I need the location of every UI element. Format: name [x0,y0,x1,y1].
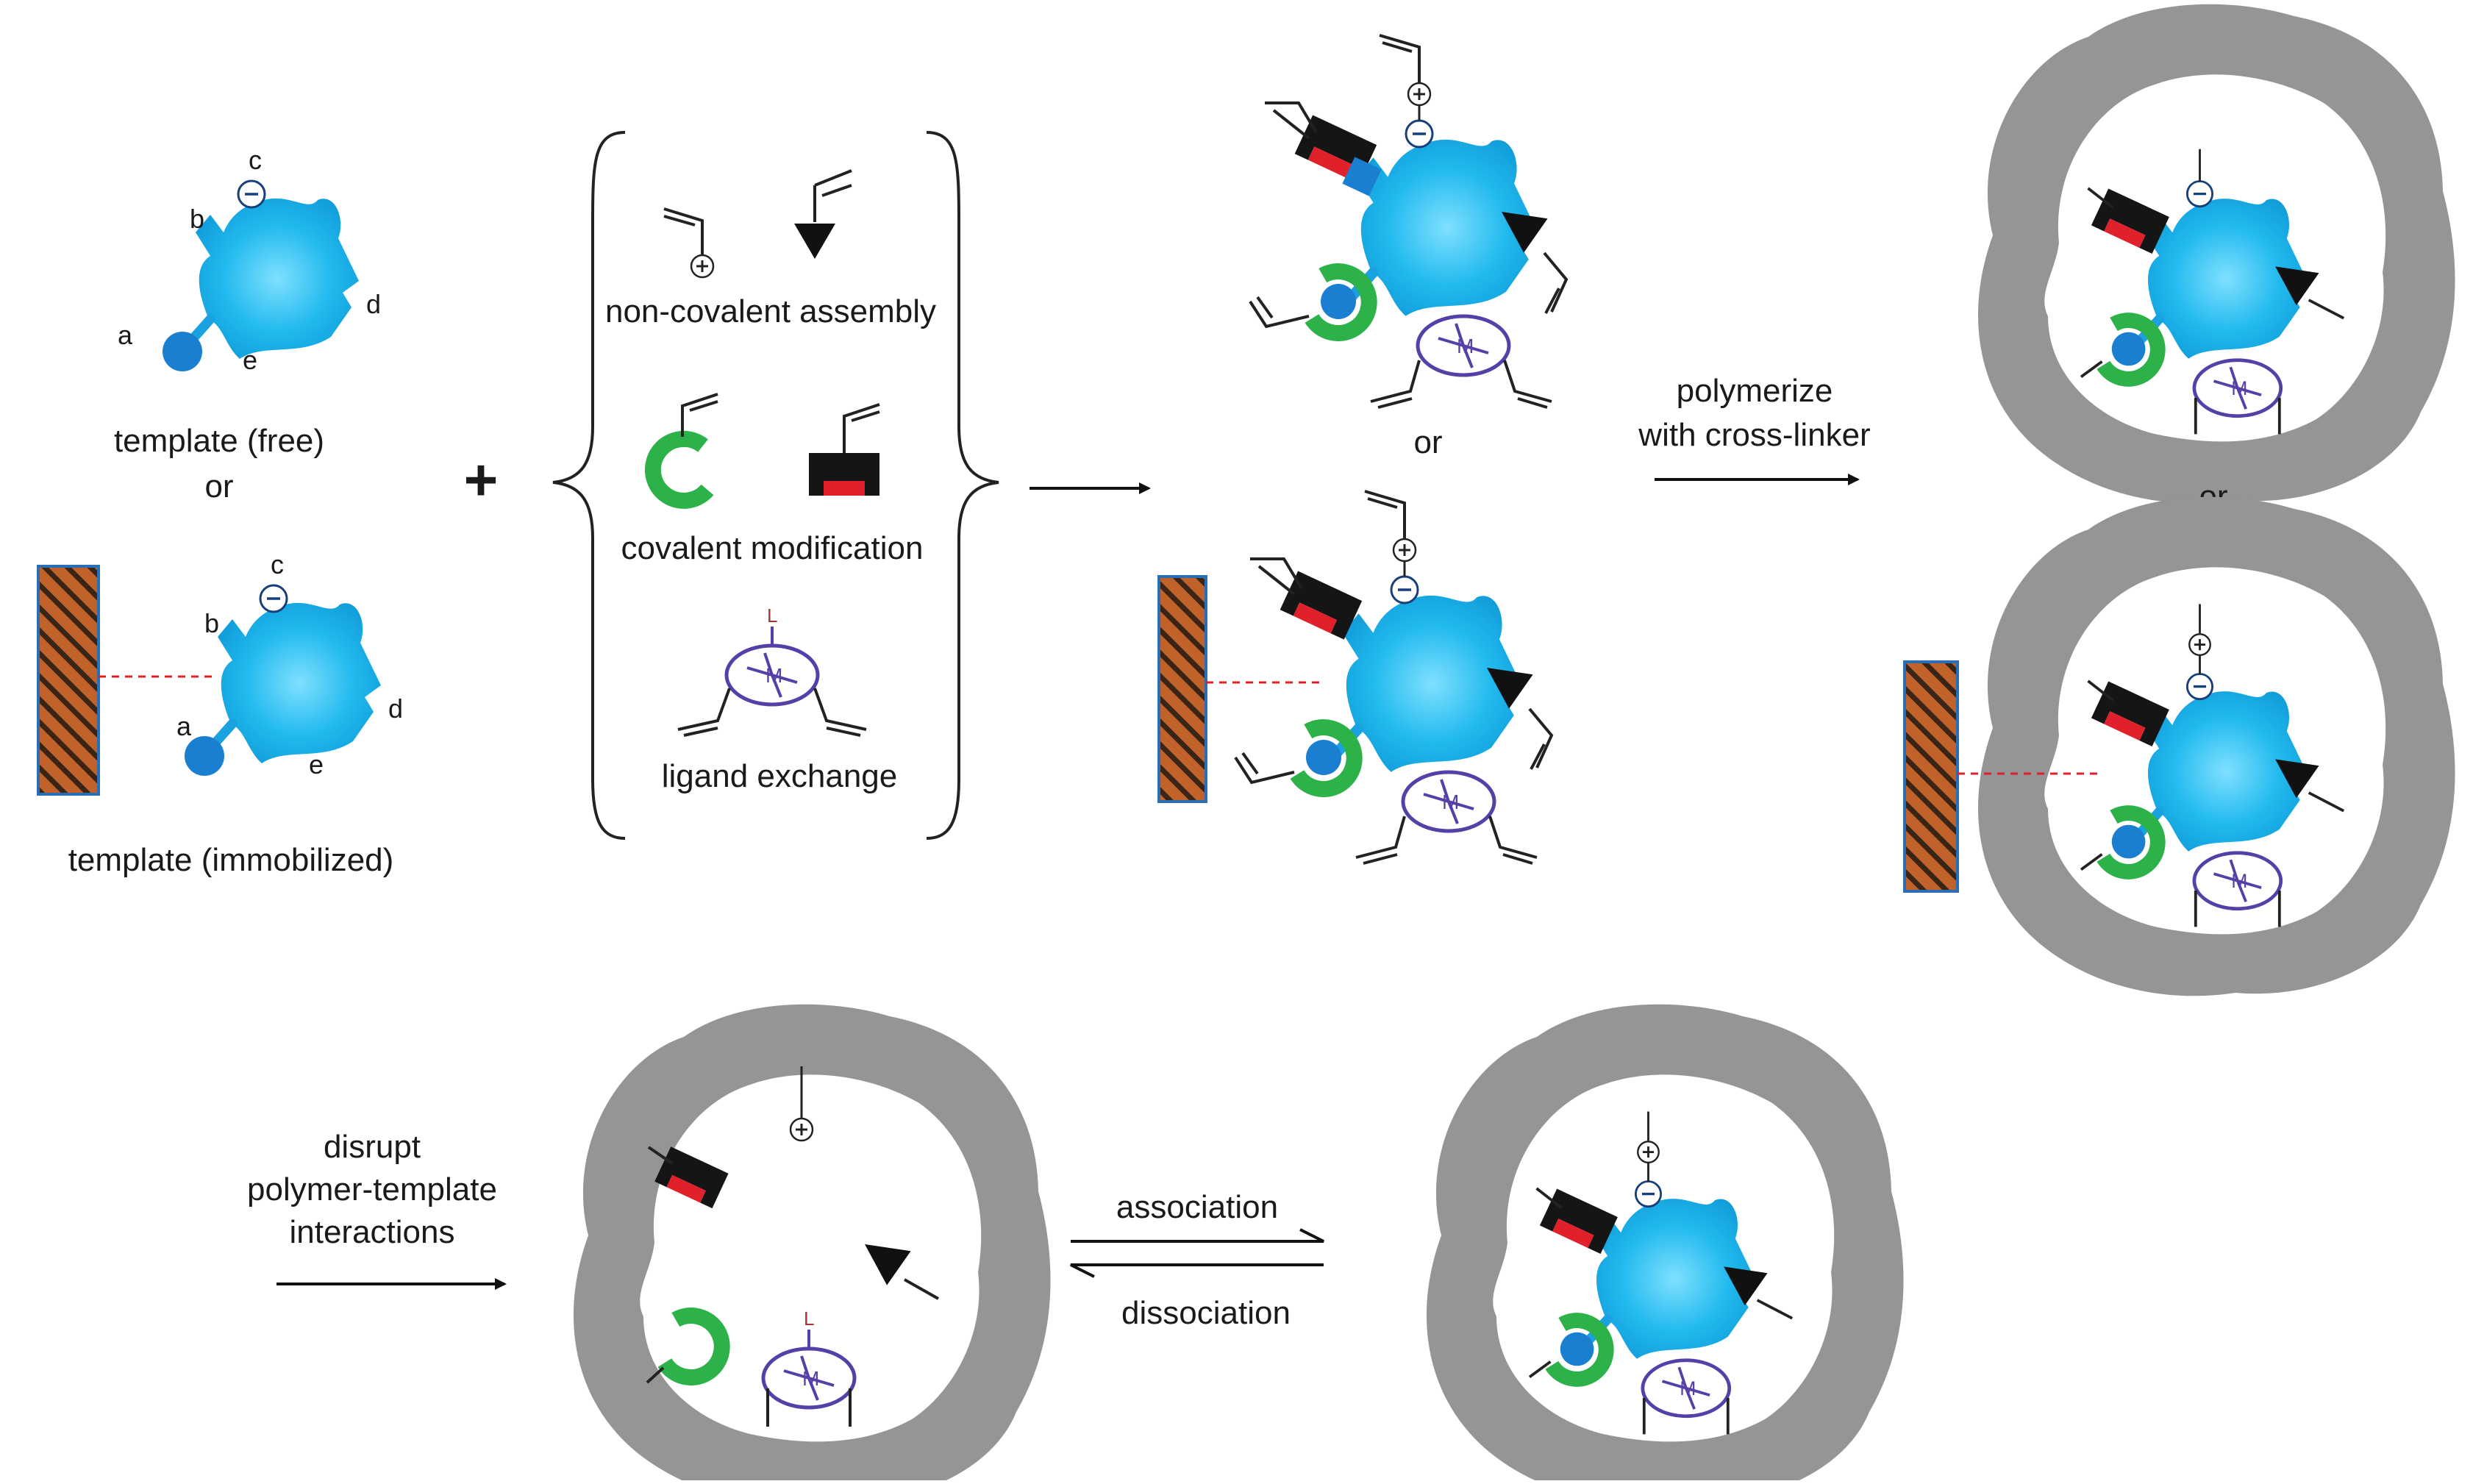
site-label-c: c [249,145,262,175]
imprinted-polymer-free: M [1978,4,2455,504]
association-label: association [1116,1189,1278,1225]
svg-text:M: M [1680,1377,1696,1399]
vinyl-arrowhead-monomer [794,169,852,259]
or-label-middle: or [1413,424,1442,460]
svg-text:L: L [767,604,777,627]
metal-ligand-monomer: M L [677,604,867,737]
svg-text:M: M [766,664,782,687]
site-label-b: b [204,608,219,638]
template-free: b c d a e [118,145,381,375]
template-immobilized: b c d a e [176,549,403,780]
site-label-d: d [366,289,381,319]
site-label-e: e [309,749,324,780]
rebound-imprinted-cavity: M [1427,1004,1904,1484]
svg-text:M: M [2231,377,2247,399]
site-label-c: c [271,549,284,579]
solid-support [1157,575,1207,803]
template-or-label: or [204,468,233,504]
svg-text:L: L [804,1308,814,1330]
site-label-d: d [388,693,403,724]
polymerize-label-line2: with cross-linker [1638,417,1870,453]
equilibrium-arrows [1070,1228,1324,1278]
svg-text:M: M [1457,335,1474,357]
polymerize-label-line1: polymerize [1677,373,1833,409]
disrupt-label-line3: interactions [289,1214,454,1250]
disrupt-label-line1: disrupt [324,1129,421,1165]
prepolymer-complex-free: M [1249,34,1569,409]
svg-text:M: M [2231,870,2247,892]
template-immobilized-label: template (immobilized) [68,842,394,878]
disrupt-label-line2: polymer-template [247,1171,497,1207]
noncovalent-assembly-label: non-covalent assembly [605,293,936,329]
svg-text:M: M [1442,791,1459,813]
prepolymer-complex-immobilized: M [1234,490,1554,865]
covalent-modification-label: covalent modification [621,530,924,566]
site-label-a: a [118,320,133,350]
site-label-e: e [243,345,257,375]
template-free-label: template (free) [114,423,324,459]
site-label-b: b [190,204,204,234]
dissociation-label: dissociation [1121,1295,1291,1331]
site-label-a: a [176,711,192,741]
imprinted-polymer-immobilized: M [1978,496,2455,996]
green-ring-monomer [653,393,718,501]
empty-imprinted-cavity: M L [574,1004,1051,1484]
solid-support [1903,660,1959,893]
solid-support [37,565,100,796]
monomer-brace [552,131,999,840]
svg-text:M: M [802,1367,819,1390]
plus-sign: + [464,447,499,513]
clamp-monomer [809,403,880,496]
cationic-vinyl-monomer [663,207,715,279]
ligand-exchange-label: ligand exchange [662,758,897,794]
